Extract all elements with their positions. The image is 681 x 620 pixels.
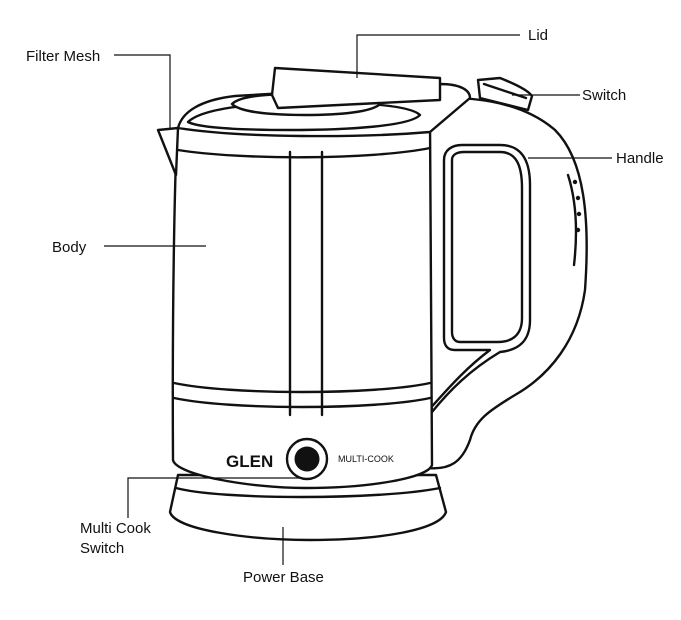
leader-lines [104, 34, 612, 565]
label-switch: Switch [582, 87, 626, 104]
label-lid: Lid [528, 27, 548, 44]
label-multi-cook-switch-line2: Switch [80, 540, 124, 557]
kettle-lid [176, 66, 534, 138]
kettle-body [156, 113, 434, 490]
kettle-power-base [168, 473, 448, 542]
leader-multi-cook-switch [127, 477, 300, 518]
multi-cook-knob [285, 437, 329, 481]
label-power-base: Power Base [243, 569, 324, 586]
label-handle: Handle [616, 150, 664, 167]
lid-switch [476, 76, 534, 112]
brand-text: GLEN [226, 452, 273, 471]
label-body: Body [52, 239, 87, 256]
leader-filter-mesh [114, 54, 171, 128]
label-multi-cook-switch-line1: Multi Cook [80, 520, 151, 537]
brand-badge: GLEN MULTI-COOK [226, 452, 394, 471]
part-labels: Filter Mesh Lid Switch Handle Body Multi… [26, 27, 664, 586]
model-text: MULTI-COOK [338, 454, 394, 464]
handle-grip-dots [572, 179, 582, 233]
leader-lid [356, 34, 520, 78]
label-filter-mesh: Filter Mesh [26, 48, 100, 65]
